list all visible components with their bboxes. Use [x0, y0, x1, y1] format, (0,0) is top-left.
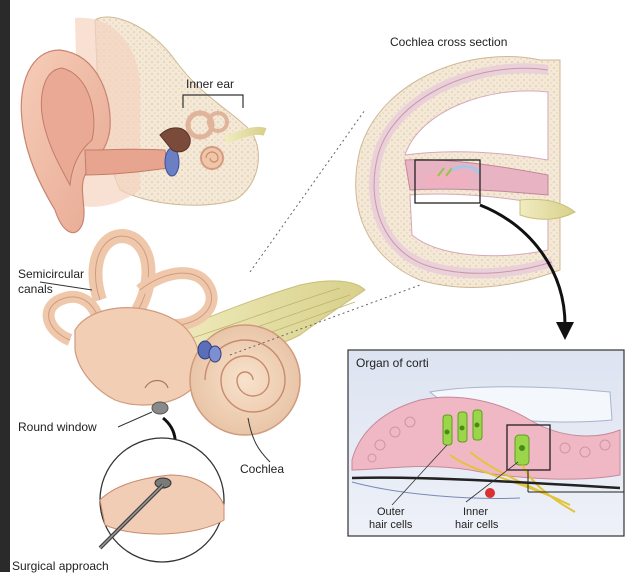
connector-dotted-upper	[250, 110, 365, 272]
round-window-marker	[152, 402, 168, 414]
label-inner-hair-cells-line2: hair cells	[455, 519, 498, 531]
outer-hair-cells	[443, 410, 482, 445]
label-outer-hair-cells-line1: Outer	[377, 506, 405, 518]
label-inner-hair-cells-line1: Inner	[463, 506, 488, 518]
label-inner-ear: Inner ear	[186, 78, 234, 91]
round-window-leader-line	[118, 412, 152, 427]
label-cochlea-cross-section: Cochlea cross section	[390, 36, 507, 49]
label-semicircular-line2: canals	[18, 283, 53, 296]
label-round-window: Round window	[18, 421, 97, 434]
surgical-approach-illustration	[100, 438, 224, 562]
label-surgical-approach: Surgical approach	[12, 560, 109, 573]
outer-ear-illustration	[21, 17, 265, 233]
label-organ-of-corti: Organ of corti	[356, 357, 429, 370]
label-cochlea: Cochlea	[240, 463, 284, 476]
label-outer-hair-cells-line2: hair cells	[369, 519, 412, 531]
label-semicircular-line1: Semicircular	[18, 268, 84, 281]
